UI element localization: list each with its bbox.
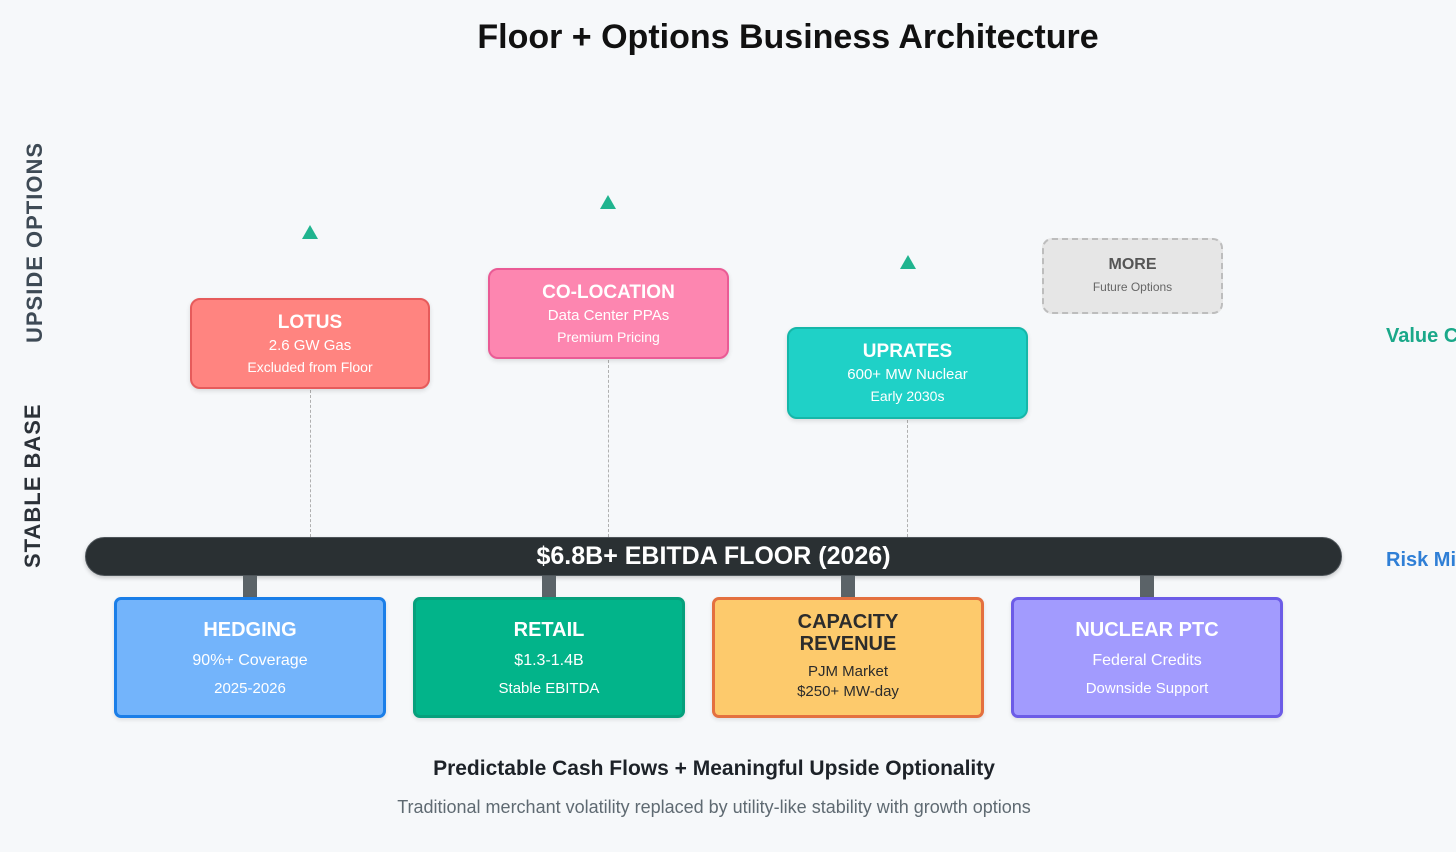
base-title: HEDGING — [203, 619, 297, 641]
support-stem — [243, 576, 257, 598]
value-creation-label: Value C — [1386, 325, 1456, 347]
base-nuclear-ptc: NUCLEAR PTC Federal Credits Downside Sup… — [1011, 597, 1283, 718]
base-detail: $250+ MW-day — [797, 683, 899, 700]
upside-options-label: UPSIDE OPTIONS — [22, 141, 47, 343]
base-detail: Downside Support — [1085, 680, 1209, 697]
base-detail: $1.3-1.4B — [514, 652, 584, 669]
ebitda-floor-bar: $6.8B+ EBITDA FLOOR (2026) — [85, 537, 1342, 576]
support-stem — [542, 576, 556, 598]
footer-title: Predictable Cash Flows + Meaningful Upsi… — [433, 757, 995, 780]
base-title: NUCLEAR PTC — [1075, 619, 1219, 641]
stable-base-label: STABLE BASE — [20, 403, 45, 568]
option-detail: Future Options — [1092, 280, 1173, 294]
option-more: MORE Future Options — [1042, 238, 1223, 314]
base-detail: 90%+ Coverage — [192, 652, 308, 669]
option-uprates: UPRATES 600+ MW Nuclear Early 2030s — [787, 327, 1028, 419]
base-title: RETAIL — [513, 619, 585, 641]
up-arrow-icon — [302, 225, 318, 239]
base-detail: Federal Credits — [1092, 652, 1202, 669]
base-detail: Stable EBITDA — [498, 680, 600, 697]
base-hedging: HEDGING 90%+ Coverage 2025-2026 — [114, 597, 386, 718]
option-title: CO-LOCATION — [542, 282, 675, 303]
risk-mitigation-label: Risk Mi — [1386, 549, 1456, 571]
option-title: LOTUS — [277, 312, 343, 333]
support-stem — [841, 576, 855, 598]
option-detail: 600+ MW Nuclear — [847, 366, 968, 383]
connector-line — [907, 420, 908, 537]
base-detail: PJM Market — [807, 663, 888, 680]
option-lotus: LOTUS 2.6 GW Gas Excluded from Floor — [190, 298, 430, 389]
support-stem — [1140, 576, 1154, 598]
option-detail: Excluded from Floor — [247, 359, 373, 375]
option-detail: 2.6 GW Gas — [268, 337, 352, 354]
base-capacity-revenue: CAPACITY REVENUE PJM Market $250+ MW-day — [712, 597, 984, 718]
connector-line — [608, 360, 609, 537]
option-title: UPRATES — [862, 341, 953, 362]
up-arrow-icon — [900, 255, 916, 269]
base-title: CAPACITY REVENUE — [797, 611, 899, 655]
base-detail: 2025-2026 — [214, 680, 286, 697]
option-detail: Premium Pricing — [557, 329, 660, 345]
option-detail: Data Center PPAs — [547, 307, 670, 324]
up-arrow-icon — [600, 195, 616, 209]
option-co-location: CO-LOCATION Data Center PPAs Premium Pri… — [488, 268, 729, 359]
option-detail: Early 2030s — [870, 388, 945, 404]
connector-line — [310, 390, 311, 537]
diagram-title: Floor + Options Business Architecture — [477, 18, 1099, 56]
base-retail: RETAIL $1.3-1.4B Stable EBITDA — [413, 597, 685, 718]
option-title: MORE — [1108, 256, 1157, 273]
footer-subtitle: Traditional merchant volatility replaced… — [397, 797, 1031, 817]
